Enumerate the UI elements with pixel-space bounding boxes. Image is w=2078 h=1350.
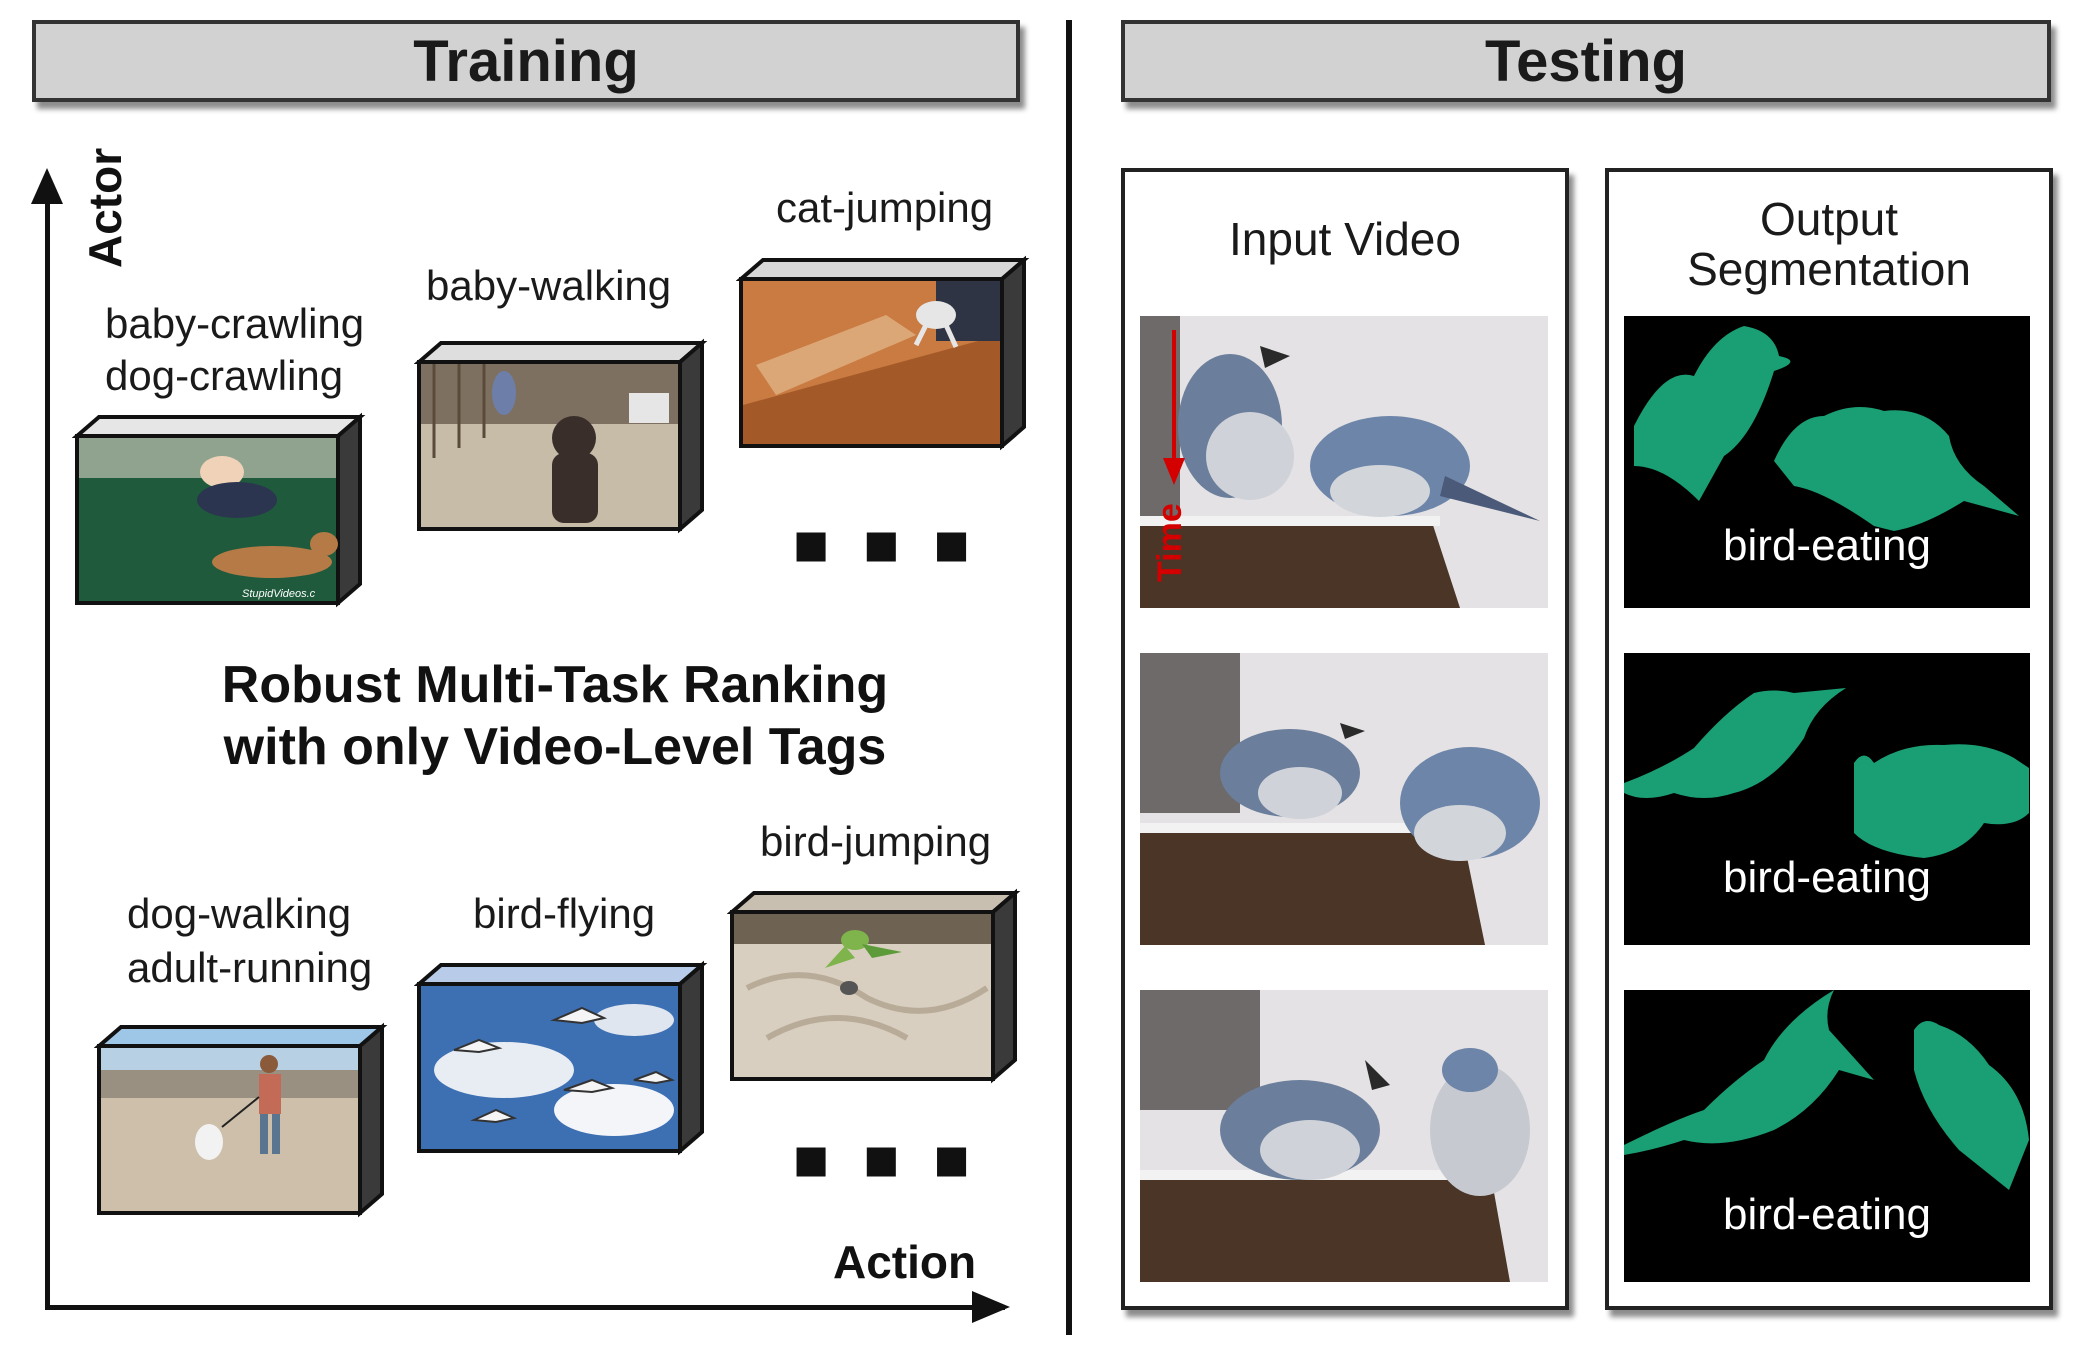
- action-axis: [45, 1305, 1005, 1310]
- bird-mask-shapes-3: [1624, 990, 2029, 1190]
- video-cube-bird-flying: [414, 960, 708, 1156]
- video-cube-cat-jumping: [736, 255, 1030, 451]
- method-title-line1: Robust Multi-Task Ranking: [221, 656, 889, 714]
- video-cube-crawling: StupidVideos.c: [72, 412, 366, 608]
- video-cube-baby-walking: [414, 338, 708, 534]
- segmentation-mask-1: bird-eating: [1624, 316, 2030, 608]
- tag-baby-crawling: baby-crawling: [105, 300, 365, 347]
- bird-mask-shapes-2: [1624, 688, 2029, 858]
- tag-bird-jumping: bird-jumping: [760, 818, 992, 865]
- tag-dog-crawling: dog-crawling: [105, 352, 344, 399]
- actor-axis-label: Actor: [79, 147, 131, 268]
- segmentation-label-3: bird-eating: [1723, 1190, 1931, 1239]
- time-arrow: [1163, 330, 1185, 485]
- more-videos-dots-upper: ■■■: [793, 511, 1004, 578]
- tag-adult-running: adult-running: [127, 944, 373, 991]
- testing-header: Testing: [1121, 20, 2051, 102]
- action-axis-label: Action: [833, 1236, 977, 1288]
- tag-baby-walking: baby-walking: [426, 262, 672, 309]
- output-title-line2: Segmentation: [1687, 243, 1971, 295]
- actor-axis: [45, 180, 50, 1310]
- output-segmentation-panel: Output Segmentation bird-eating bird-eat…: [1605, 168, 2053, 1310]
- input-frame-3: [1140, 990, 1548, 1282]
- tag-bird-flying: bird-flying: [473, 890, 656, 937]
- more-videos-dots-lower: ■■■: [793, 1126, 1004, 1193]
- segmentation-mask-3: bird-eating: [1624, 990, 2030, 1282]
- method-title-line2: with only Video-Level Tags: [223, 718, 887, 776]
- bird-mask-shapes-1: [1634, 326, 2019, 531]
- input-frame-2: [1140, 653, 1548, 945]
- segmentation-label-1: bird-eating: [1723, 521, 1931, 570]
- time-label: Time: [1151, 503, 1189, 582]
- segmentation-label-2: bird-eating: [1723, 853, 1931, 902]
- actor-axis-arrowhead: [31, 168, 63, 204]
- input-video-title: Input Video: [1229, 213, 1461, 265]
- training-header: Training: [32, 20, 1020, 102]
- input-frame-1: [1140, 316, 1548, 608]
- tag-cat-jumping: cat-jumping: [776, 184, 994, 231]
- input-video-panel: Input Video Time: [1121, 168, 1569, 1310]
- action-axis-arrowhead: [972, 1291, 1010, 1323]
- video-cube-beach: [94, 1022, 388, 1218]
- output-title-line1: Output: [1759, 193, 1899, 245]
- segmentation-mask-2: bird-eating: [1624, 653, 2030, 945]
- testing-header-label: Testing: [1485, 28, 1687, 94]
- video-cube-bird-jumping: [727, 888, 1021, 1084]
- tag-dog-walking: dog-walking: [127, 890, 352, 937]
- watermark-text: StupidVideos.c: [242, 588, 316, 600]
- training-header-label: Training: [413, 28, 639, 94]
- section-divider: [1066, 20, 1072, 1335]
